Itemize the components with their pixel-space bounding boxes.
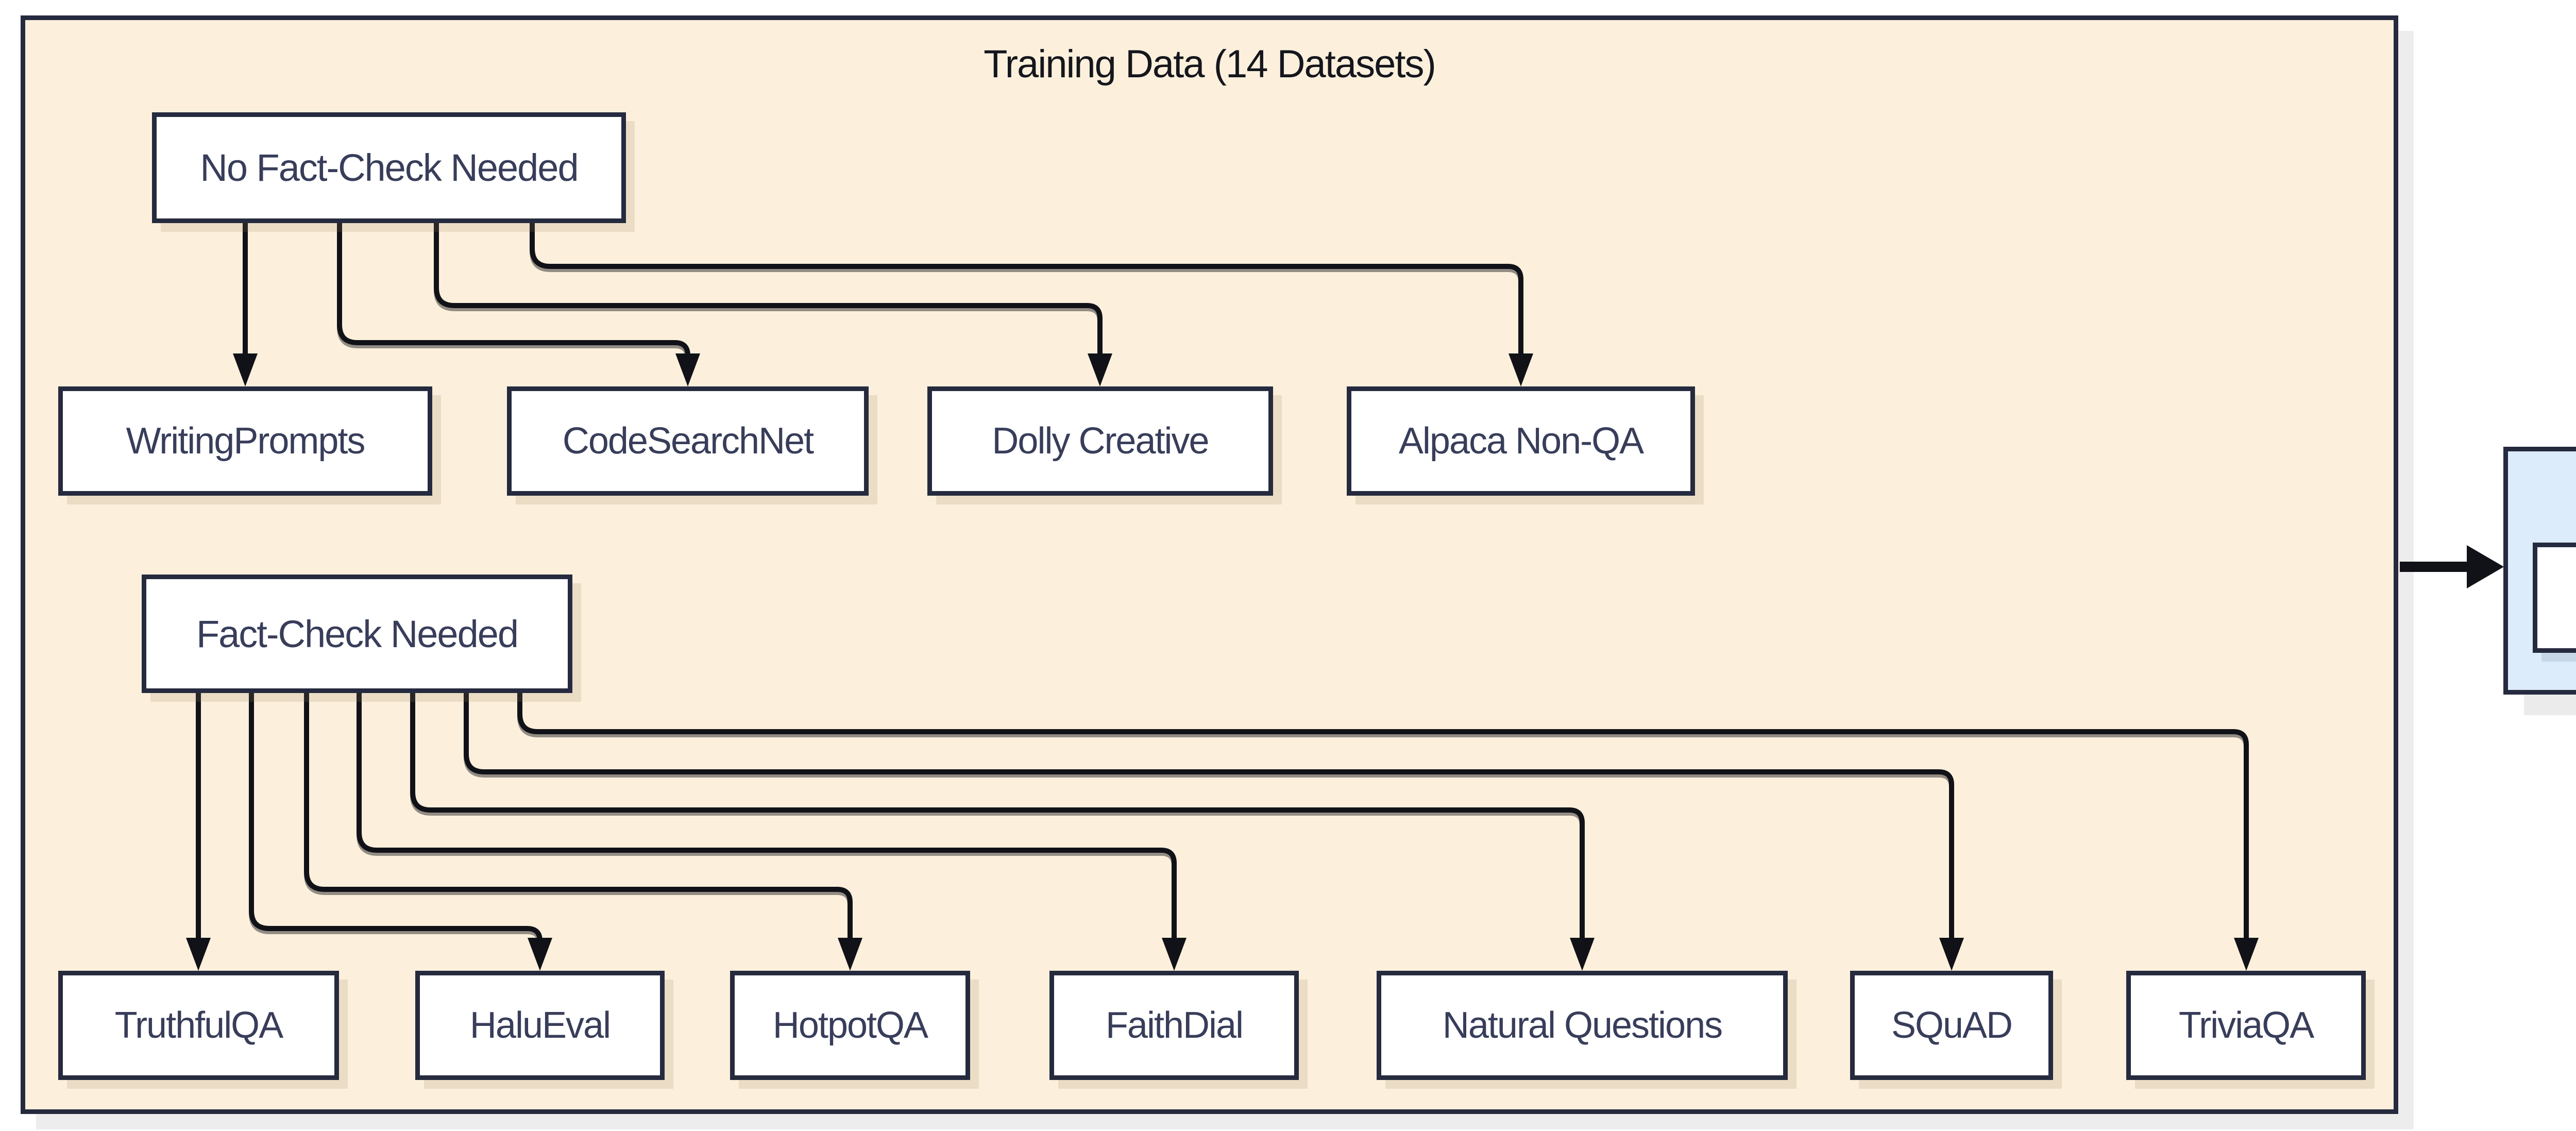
- edge-nofc-alpacanonqa: [530, 223, 1523, 355]
- dataset-label: SQuAD: [1891, 1005, 2013, 1046]
- dataset-label: FaithDial: [1105, 1005, 1244, 1046]
- arrowhead-icon: [1162, 938, 1187, 971]
- dataset-label: HotpotQA: [772, 1005, 928, 1046]
- dataset-box-triviaqa: TriviaQA: [2126, 971, 2366, 1080]
- pipeline-arrowheads: [2467, 545, 2504, 588]
- arrowhead-icon: [1509, 353, 1533, 386]
- dataset-label: Natural Questions: [1442, 1005, 1723, 1046]
- arrowhead-icon: [2234, 938, 2259, 971]
- arrowhead-icon: [838, 938, 862, 971]
- dataset-label: Alpaca Non-QA: [1398, 420, 1644, 462]
- dataset-box-truthfulqa: TruthfulQA: [58, 971, 339, 1080]
- dataset-box-alpaca-non-qa: Alpaca Non-QA: [1347, 386, 1695, 496]
- dataset-box-codesearchnet: CodeSearchNet: [507, 386, 869, 496]
- edge-fc-naturalquestions: [410, 693, 1585, 939]
- group-label: No Fact-Check Needed: [200, 146, 579, 189]
- dataset-label: CodeSearchNet: [562, 420, 814, 462]
- arrowhead-icon: [675, 353, 700, 386]
- dataset-label: TruthfulQA: [114, 1005, 283, 1046]
- edge-fc-hotpotqa: [304, 693, 853, 939]
- dataset-box-hotpotqa: HotpotQA: [730, 971, 970, 1080]
- dataset-label: WritingPrompts: [126, 420, 366, 462]
- pipeline-box-modernbert-base: ModernBERT Base: [2533, 543, 2576, 653]
- dataset-connectors: [196, 223, 2249, 941]
- pipeline-arrows: [2400, 562, 2467, 572]
- dataset-box-writingprompts: WritingPrompts: [58, 386, 432, 496]
- dataset-box-natural-questions: Natural Questions: [1377, 971, 1788, 1080]
- dataset-label: HaluEval: [469, 1005, 611, 1046]
- arrowhead-icon: [1570, 938, 1595, 971]
- edge-fc-faithdial: [357, 693, 1177, 939]
- edge-nofc-codesearchnet: [337, 223, 690, 356]
- arrowhead-icon: [233, 353, 258, 386]
- edge-fc-halueval: [249, 693, 543, 941]
- dataset-label: Dolly Creative: [992, 420, 1209, 462]
- arrowhead-right-icon: [2467, 545, 2504, 588]
- dataset-box-dolly-creative: Dolly Creative: [927, 386, 1273, 496]
- arrowhead-icon: [1088, 353, 1112, 386]
- edge-fc-triviaqa: [517, 693, 2249, 939]
- arrowhead-icon: [528, 938, 552, 971]
- edge-fc-squad: [464, 693, 1954, 939]
- arrowhead-icon: [1939, 938, 1964, 971]
- dataset-box-faithdial: FaithDial: [1049, 971, 1299, 1080]
- dataset-box-halueval: HaluEval: [415, 971, 665, 1080]
- training-data-title: Training Data (14 Datasets): [984, 42, 1436, 86]
- edge-nofc-dollycreative: [434, 223, 1103, 355]
- arrowhead-icon: [186, 938, 211, 971]
- dataset-box-squad: SQuAD: [1850, 971, 2053, 1080]
- group-box-no-fact-check: No Fact-Check Needed: [152, 112, 626, 223]
- dataset-label: TriviaQA: [2178, 1005, 2314, 1046]
- group-box-fact-check: Fact-Check Needed: [142, 575, 572, 693]
- group-label: Fact-Check Needed: [196, 612, 519, 655]
- connector-arrowheads: [186, 353, 2259, 971]
